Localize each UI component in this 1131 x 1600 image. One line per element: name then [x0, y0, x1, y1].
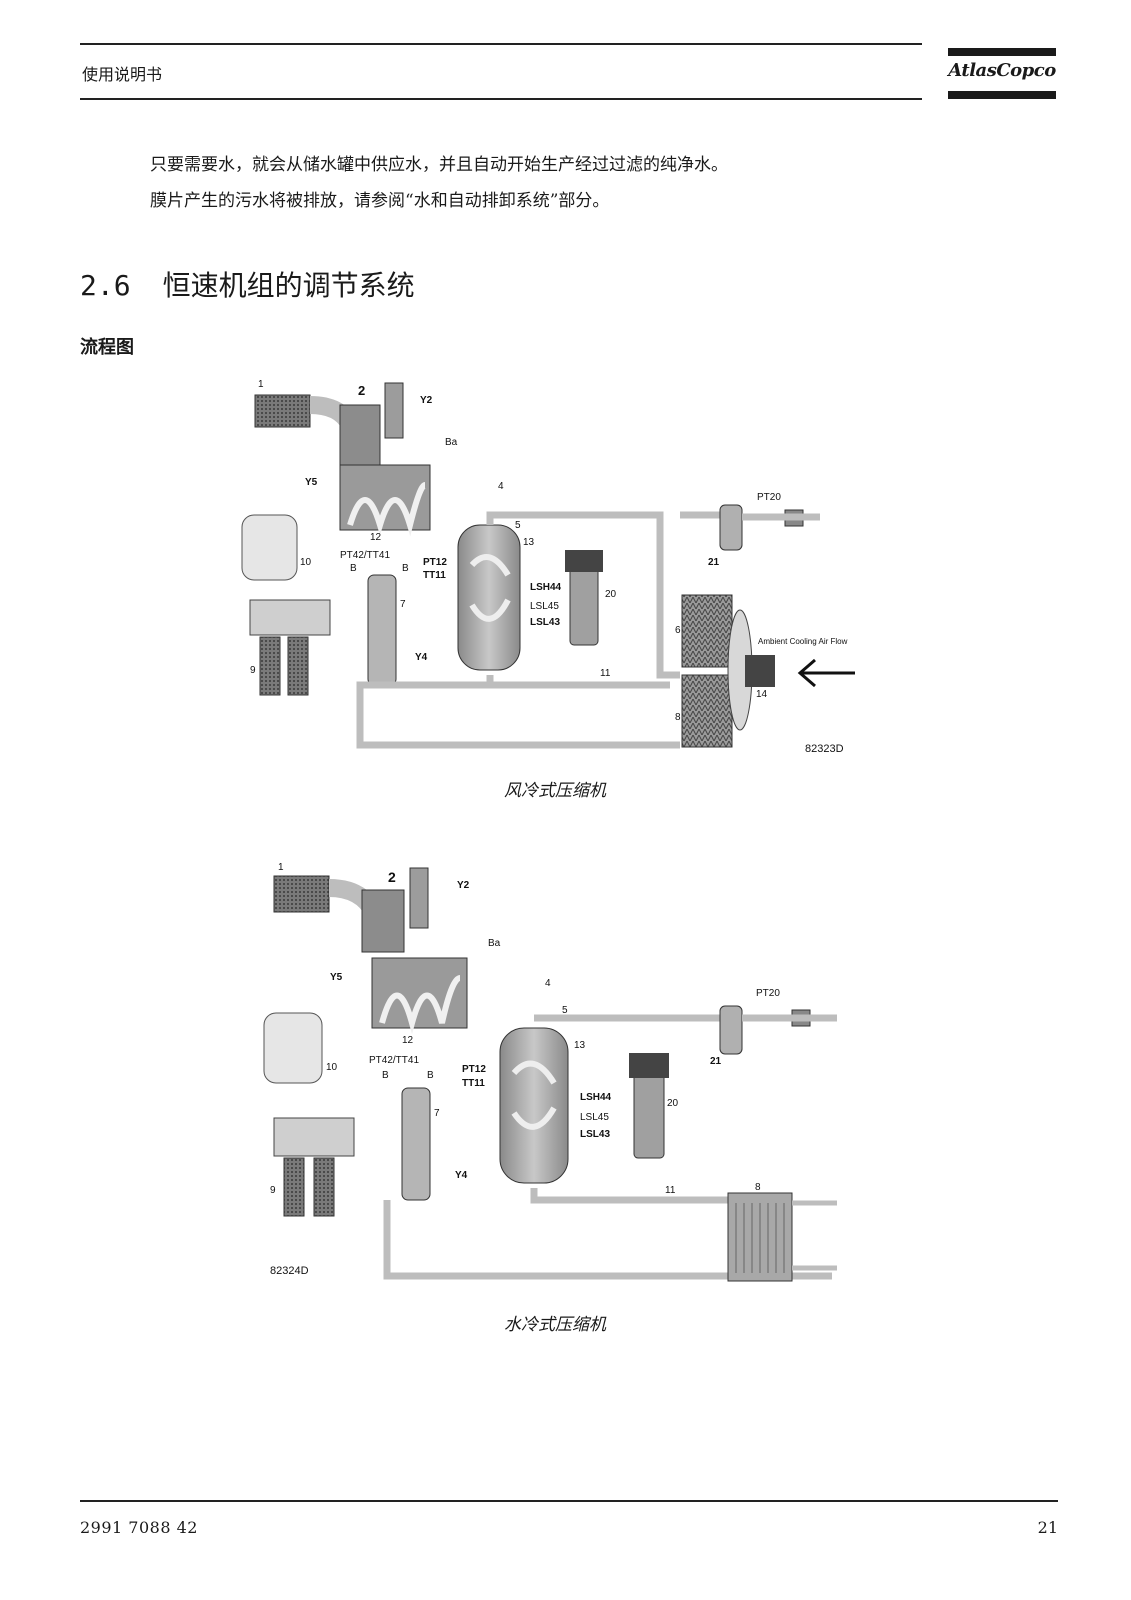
footer-rule: [80, 1500, 1058, 1502]
caption-air-cooled: 风冷式压缩机: [504, 781, 606, 801]
svg-text:2: 2: [358, 383, 365, 398]
atlas-copco-logo: AtlasCopco: [948, 48, 1056, 100]
svg-text:PT12: PT12: [423, 557, 447, 568]
svg-text:4: 4: [545, 978, 551, 989]
header-rule-bottom: [80, 98, 922, 100]
air-filter-icon: [254, 394, 311, 428]
svg-text:4: 4: [498, 481, 504, 492]
subheading: 流程图: [80, 337, 134, 358]
section-number: 2.6: [80, 269, 131, 302]
filter-cartridge-icon: [283, 1157, 305, 1217]
separator-tank-icon: [499, 1027, 569, 1184]
svg-text:7: 7: [434, 1108, 440, 1119]
filter-cartridge-icon: [259, 636, 281, 696]
svg-text:LSH44: LSH44: [580, 1092, 612, 1103]
svg-text:14: 14: [756, 689, 768, 700]
page-number: 21: [1037, 1518, 1058, 1537]
svg-text:1: 1: [278, 862, 284, 873]
svg-text:9: 9: [250, 665, 256, 676]
svg-text:Y5: Y5: [330, 972, 343, 983]
svg-text:82323D: 82323D: [805, 743, 844, 755]
svg-text:Y2: Y2: [420, 395, 433, 406]
svg-text:8: 8: [755, 1182, 761, 1193]
header-rule-top: [80, 43, 922, 45]
svg-text:Y4: Y4: [415, 652, 428, 663]
air-filter-icon: [273, 875, 330, 913]
caption-water-cooled: 水冷式压缩机: [504, 1315, 606, 1335]
svg-text:B: B: [427, 1070, 434, 1081]
water-separator-icon: [719, 504, 743, 551]
flow-diagram-air-cooled: 1 2 Y2 Ba Y5 4 5 12 13 10 PT42/TT41 B B …: [241, 379, 855, 755]
svg-text:8: 8: [675, 712, 681, 723]
svg-text:11: 11: [665, 1185, 676, 1196]
svg-text:Ba: Ba: [445, 437, 458, 448]
svg-text:LSL45: LSL45: [530, 601, 559, 612]
svg-text:11: 11: [600, 668, 611, 679]
header-title: 使用说明书: [82, 65, 163, 84]
svg-text:LSL43: LSL43: [580, 1129, 610, 1140]
svg-text:LSL45: LSL45: [580, 1112, 609, 1123]
svg-text:9: 9: [270, 1185, 276, 1196]
svg-text:Y2: Y2: [457, 880, 470, 891]
air-cooler-icon: [681, 594, 733, 668]
svg-text:Ba: Ba: [488, 938, 501, 949]
filter-cartridge-icon: [313, 1157, 335, 1217]
svg-text:13: 13: [574, 1040, 586, 1051]
intro-line-2: 膜片产生的污水将被排放，请参阅“水和自动排卸系统”部分。: [150, 191, 610, 211]
svg-text:5: 5: [515, 520, 521, 531]
section-title: 恒速机组的调节系统: [162, 269, 415, 302]
svg-text:PT20: PT20: [756, 988, 780, 999]
svg-text:PT12: PT12: [462, 1064, 486, 1075]
svg-text:13: 13: [523, 537, 535, 548]
svg-text:PT42/TT41: PT42/TT41: [340, 550, 390, 561]
svg-text:PT42/TT41: PT42/TT41: [369, 1055, 419, 1066]
oil-filter-icon: [367, 574, 397, 686]
logo-text: AtlasCopco: [948, 60, 1056, 81]
svg-text:21: 21: [710, 1056, 722, 1067]
inlet-valve-icon: [361, 889, 405, 953]
svg-text:10: 10: [326, 1062, 338, 1073]
svg-text:7: 7: [400, 599, 406, 610]
airflow-arrow-icon: [797, 658, 855, 688]
svg-text:Y5: Y5: [305, 477, 318, 488]
svg-text:LSH44: LSH44: [530, 582, 562, 593]
svg-text:12: 12: [402, 1035, 414, 1046]
filter-cartridge-icon: [287, 636, 309, 696]
svg-text:5: 5: [562, 1005, 568, 1016]
svg-text:21: 21: [708, 557, 720, 568]
flow-diagram-water-cooled: 1 2 Y2 Ba Y5 4 5 12 13 10 PT42/TT41 B B …: [263, 862, 837, 1282]
svg-text:10: 10: [300, 557, 312, 568]
water-tank-icon: [263, 1012, 323, 1084]
section-heading: 2.6 恒速机组的调节系统: [80, 264, 415, 304]
svg-text:Y4: Y4: [455, 1170, 468, 1181]
svg-text:82324D: 82324D: [270, 1265, 309, 1277]
svg-text:Ambient Cooling Air Flow: Ambient Cooling Air Flow: [758, 637, 848, 646]
svg-text:TT11: TT11: [423, 570, 446, 581]
svg-text:6: 6: [675, 625, 681, 636]
svg-text:20: 20: [605, 589, 617, 600]
svg-text:20: 20: [667, 1098, 679, 1109]
svg-text:B: B: [382, 1070, 389, 1081]
water-tank-icon: [241, 514, 298, 581]
svg-text:TT11: TT11: [462, 1078, 485, 1089]
oil-cooler-icon: [681, 674, 733, 748]
svg-text:PT20: PT20: [757, 492, 781, 503]
separator-tank-icon: [457, 524, 521, 671]
svg-text:12: 12: [370, 532, 382, 543]
svg-text:LSL43: LSL43: [530, 617, 560, 628]
svg-text:1: 1: [258, 379, 264, 390]
svg-text:B: B: [350, 563, 357, 574]
document-number: 2991 7088 42: [80, 1518, 198, 1537]
inlet-valve-icon: [339, 404, 381, 466]
water-separator-icon: [719, 1005, 743, 1055]
oil-filter-icon: [401, 1087, 431, 1201]
intro-line-1: 只要需要水，就会从储水罐中供应水，并且自动开始生产经过过滤的纯净水。: [150, 155, 728, 175]
svg-text:2: 2: [388, 869, 396, 885]
svg-text:B: B: [402, 563, 409, 574]
